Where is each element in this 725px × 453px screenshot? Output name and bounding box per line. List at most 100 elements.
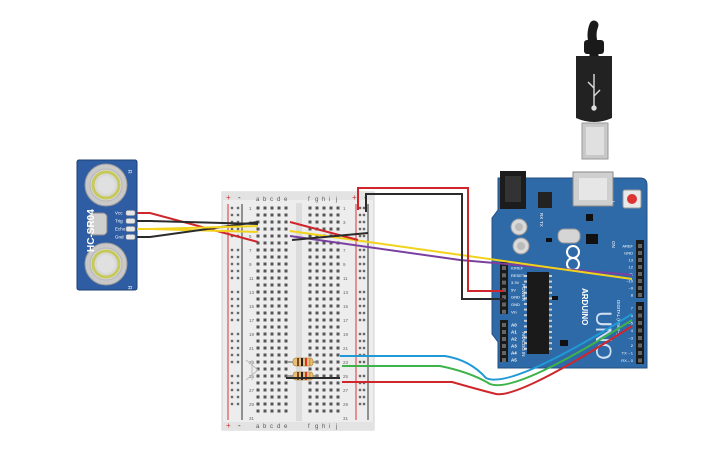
breadboard-hole <box>284 367 288 371</box>
analog-header-title: ANALOG IN <box>521 332 526 357</box>
digital-pin <box>638 306 642 310</box>
breadboard-hole <box>256 213 260 217</box>
breadboard-hole <box>270 290 274 294</box>
breadboard-hole <box>270 297 274 301</box>
rail-hole <box>358 248 362 252</box>
tx-label: TX <box>539 221 544 227</box>
rail-hole <box>362 311 366 315</box>
column-label-i-top: i <box>329 197 330 203</box>
rail-hole <box>362 248 366 252</box>
digital-pin <box>638 258 642 262</box>
breadboard-hole <box>284 360 288 364</box>
breadboard-hole <box>270 367 274 371</box>
row-label-9: 9 <box>343 262 346 267</box>
breadboard-hole <box>308 353 312 357</box>
breadboard-hole <box>270 339 274 343</box>
breadboard-hole <box>263 227 267 231</box>
power-pin <box>502 302 506 307</box>
breadboard-hole <box>284 297 288 301</box>
digital-pin-label: 2 <box>631 343 634 348</box>
rail-hole <box>230 374 234 378</box>
breadboard-hole <box>263 381 267 385</box>
breadboard-hole <box>256 255 260 259</box>
reset-button[interactable] <box>627 194 637 204</box>
digital-pin <box>638 293 642 297</box>
breadboard-hole <box>308 220 312 224</box>
breadboard-hole <box>277 325 281 329</box>
breadboard-hole <box>322 318 326 322</box>
breadboard-hole <box>256 290 260 294</box>
breadboard-hole <box>270 332 274 336</box>
breadboard-hole <box>256 304 260 308</box>
breadboard-hole <box>322 206 326 210</box>
power-pin-label: GND <box>511 295 520 300</box>
breadboard-hole <box>329 325 333 329</box>
sensor-pin-label: Gnd <box>115 235 124 240</box>
power-pin-label: 3.3V <box>511 280 520 285</box>
digital-pin-label: 8 <box>631 293 634 298</box>
breadboard-hole <box>329 374 333 378</box>
breadboard-hole <box>336 353 340 357</box>
breadboard-hole <box>256 353 260 357</box>
breadboard-hole <box>277 283 281 287</box>
row-label-15: 15 <box>249 304 255 309</box>
breadboard-hole <box>270 346 274 350</box>
rail-hole <box>362 402 366 406</box>
column-label-f-bottom: f <box>308 424 310 430</box>
wire-red-5v <box>357 187 504 292</box>
breadboard-hole <box>277 290 281 294</box>
breadboard-hole <box>322 409 326 413</box>
chip-pin <box>549 286 552 289</box>
rail-hole <box>236 311 240 315</box>
breadboard-hole <box>256 381 260 385</box>
breadboard-hole <box>263 241 267 245</box>
column-label-f-top: f <box>308 197 310 203</box>
breadboard-hole <box>336 290 340 294</box>
row-label-13: 13 <box>343 290 349 295</box>
breadboard-hole <box>322 248 326 252</box>
breadboard-hole <box>308 409 312 413</box>
breadboard-hole <box>284 332 288 336</box>
analog-pin-label: A5 <box>511 358 517 363</box>
breadboard-hole <box>329 297 333 301</box>
breadboard-hole <box>277 227 281 231</box>
breadboard-hole <box>329 248 333 252</box>
breadboard-hole <box>263 374 267 378</box>
rail-hole <box>230 395 234 399</box>
breadboard-hole <box>315 311 319 315</box>
breadboard-hole <box>322 269 326 273</box>
breadboard-hole <box>322 360 326 364</box>
rail-hole <box>236 297 240 301</box>
breadboard-hole <box>263 409 267 413</box>
breadboard-hole <box>315 290 319 294</box>
breadboard-hole <box>336 297 340 301</box>
rail-hole <box>362 234 366 238</box>
sensor-pin <box>125 210 136 216</box>
chip-pin <box>524 297 527 300</box>
row-label-25: 25 <box>343 374 349 379</box>
breadboard-hole <box>308 318 312 322</box>
breadboard-hole <box>308 276 312 280</box>
breadboard-hole <box>270 409 274 413</box>
breadboard-hole <box>308 388 312 392</box>
breadboard-hole <box>315 409 319 413</box>
breadboard-hole <box>284 304 288 308</box>
breadboard-hole <box>322 290 326 294</box>
breadboard-hole <box>284 248 288 252</box>
breadboard-hole <box>308 346 312 350</box>
column-label-a-bottom: a <box>256 424 260 430</box>
rx-label: RX <box>539 213 544 219</box>
breadboard-hole <box>284 339 288 343</box>
rail-hole <box>230 318 234 322</box>
rail-hole <box>236 262 240 266</box>
power-pin-label: IOREF <box>511 266 524 271</box>
led-ghost <box>245 359 259 381</box>
breadboard-hole <box>329 304 333 308</box>
breadboard-hole <box>315 402 319 406</box>
breadboard-hole <box>256 311 260 315</box>
breadboard-hole <box>277 346 281 350</box>
breadboard-hole <box>308 206 312 210</box>
breadboard-hole <box>308 290 312 294</box>
analog-pin <box>502 358 506 362</box>
